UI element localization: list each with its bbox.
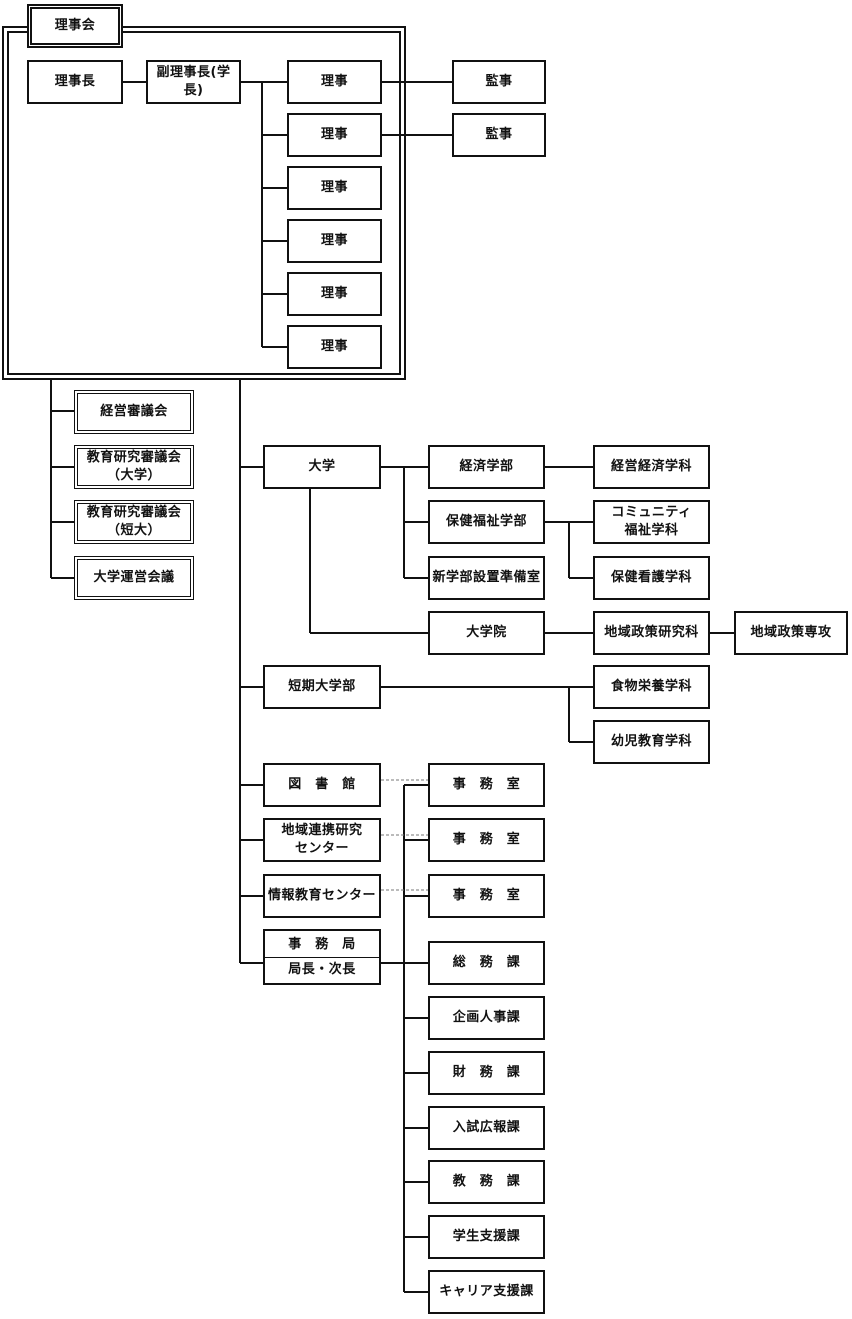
department-label: コミュニティ [611, 505, 692, 521]
faculty-box: 保健福祉学部 [428, 500, 545, 544]
graduate-course-label: 地域政策研究科 [604, 625, 699, 641]
auditor-box: 監事 [452, 60, 546, 104]
section-label: 総 務 課 [452, 955, 521, 971]
auditor-label: 監事 [485, 127, 513, 143]
section-label: 学生支援課 [452, 1229, 521, 1245]
auditor-box: 監事 [452, 113, 546, 157]
department-label: 食物栄養学科 [610, 679, 692, 695]
council-label: 大学運営会議 [93, 570, 175, 586]
office-label: 事 務 室 [452, 777, 521, 793]
secretariat-divider [265, 956, 379, 958]
council-label: 経営審議会 [100, 404, 168, 420]
graduate-school-box: 大学院 [428, 611, 545, 655]
department-label: 保健看護学科 [610, 570, 692, 586]
vice-chairman-label: 副理事長(学長) [156, 65, 231, 98]
faculty-label: 新学部設置準備室 [432, 570, 541, 586]
office-label: 事 務 室 [452, 888, 521, 904]
director-box: 理事 [287, 60, 382, 104]
section-box: 教 務 課 [428, 1160, 545, 1204]
council-box: 教育研究審議会 （大学） [74, 445, 194, 489]
department-box: 経営経済学科 [593, 445, 710, 489]
department-label: 経営経済学科 [610, 459, 692, 475]
chairman-label: 理事長 [54, 74, 96, 90]
board-title: 理事会 [27, 4, 123, 48]
regional-center-label: 地域連携研究 [281, 823, 363, 839]
info-center-box: 情報教育センター [263, 874, 381, 918]
council-label: 教育研究審議会 [86, 505, 182, 521]
chairman-box: 理事長 [27, 60, 123, 104]
director-box: 理事 [287, 325, 382, 369]
section-label: 企画人事課 [452, 1010, 521, 1026]
director-label: 理事 [320, 180, 348, 196]
department-label: 幼児教育学科 [610, 734, 692, 750]
section-box: 総 務 課 [428, 941, 545, 985]
department-box: コミュニティ 福祉学科 [593, 500, 710, 544]
regional-center-box: 地域連携研究 センター [263, 818, 381, 862]
university-box: 大学 [263, 445, 381, 489]
board-title-label: 理事会 [54, 18, 96, 34]
section-label: 財 務 課 [452, 1065, 521, 1081]
council-box: 教育研究審議会 （短大） [74, 500, 194, 544]
junior-college-label: 短期大学部 [288, 679, 356, 695]
library-box: 図 書 館 [263, 763, 381, 807]
section-label: 教 務 課 [452, 1174, 521, 1190]
section-box: 学生支援課 [428, 1215, 545, 1259]
office-box: 事 務 室 [428, 874, 545, 918]
council-sublabel: （短大） [106, 523, 161, 538]
council-box: 大学運営会議 [74, 556, 194, 600]
director-label: 理事 [320, 233, 348, 249]
office-box: 事 務 室 [428, 763, 545, 807]
director-label: 理事 [320, 286, 348, 302]
secretariat-label: 事 務 局 [288, 936, 356, 952]
director-box: 理事 [287, 166, 382, 210]
library-label: 図 書 館 [288, 777, 356, 793]
faculty-box: 経済学部 [428, 445, 545, 489]
department-box: 保健看護学科 [593, 556, 710, 600]
junior-college-box: 短期大学部 [263, 665, 381, 709]
section-box: キャリア支援課 [428, 1270, 545, 1314]
section-label: 入試広報課 [452, 1120, 521, 1136]
office-box: 事 務 室 [428, 818, 545, 862]
section-box: 企画人事課 [428, 996, 545, 1040]
graduate-school-label: 大学院 [466, 625, 507, 641]
info-center-label: 情報教育センター [267, 888, 376, 904]
department-box: 幼児教育学科 [593, 720, 710, 764]
secretariat-box: 事 務 局 局長・次長 [263, 929, 381, 985]
council-label: 教育研究審議会 [86, 450, 182, 466]
department-box: 食物栄養学科 [593, 665, 710, 709]
graduate-course-box: 地域政策研究科 [593, 611, 710, 655]
director-label: 理事 [320, 74, 348, 90]
director-box: 理事 [287, 272, 382, 316]
regional-center-label: センター [294, 841, 349, 856]
graduate-major-label: 地域政策専攻 [750, 625, 832, 641]
faculty-label: 保健福祉学部 [445, 514, 527, 530]
office-label: 事 務 室 [452, 832, 521, 848]
director-label: 理事 [320, 127, 348, 143]
section-box: 財 務 課 [428, 1051, 545, 1095]
department-label: 福祉学科 [624, 523, 679, 538]
auditor-label: 監事 [485, 74, 513, 90]
faculty-label: 経済学部 [459, 459, 514, 475]
university-label: 大学 [308, 459, 336, 475]
secretariat-heads-label: 局長・次長 [288, 961, 356, 977]
director-label: 理事 [320, 339, 348, 355]
vice-chairman-box: 副理事長(学長) [146, 60, 241, 104]
council-box: 経営審議会 [74, 390, 194, 434]
graduate-major-box: 地域政策専攻 [734, 611, 848, 655]
director-box: 理事 [287, 113, 382, 157]
section-label: キャリア支援課 [439, 1284, 534, 1300]
section-box: 入試広報課 [428, 1106, 545, 1150]
council-sublabel: （大学） [106, 468, 161, 483]
faculty-box: 新学部設置準備室 [428, 556, 545, 600]
director-box: 理事 [287, 219, 382, 263]
